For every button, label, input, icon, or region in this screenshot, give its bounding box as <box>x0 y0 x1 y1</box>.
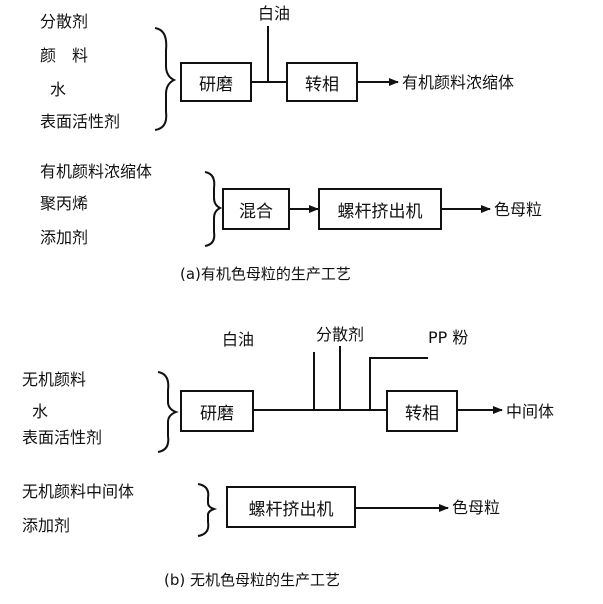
input-additive-a: 添加剂 <box>40 228 89 247</box>
input-water-b: 水 <box>32 402 49 421</box>
input-polypropylene: 聚丙烯 <box>40 194 89 213</box>
input-organic-concentrate: 有机颜料浓缩体 <box>40 162 153 181</box>
input-pigment: 颜 料 <box>40 46 89 65</box>
grinding-box-b: 研磨 <box>180 390 254 432</box>
additive-white-oil-b: 白油 <box>222 330 255 349</box>
brace-a2 <box>204 171 223 247</box>
screw-extruder-box-b: 螺杆挤出机 <box>226 486 356 528</box>
output-masterbatch-b: 色母粒 <box>452 498 501 517</box>
input-surfactant: 表面活性剂 <box>40 112 121 131</box>
brace-b2 <box>197 483 218 537</box>
additive-dispersant-b: 分散剂 <box>316 325 365 344</box>
brace-a1 <box>154 27 177 131</box>
phase-inversion-box-b: 转相 <box>386 390 458 432</box>
input-dispersant: 分散剂 <box>40 12 89 31</box>
output-intermediate: 中间体 <box>506 402 555 421</box>
caption-a: (a)有机色母粒的生产工艺 <box>180 265 351 283</box>
screw-extruder-box-a: 螺杆挤出机 <box>318 188 442 230</box>
brace-b1 <box>157 371 179 453</box>
mixing-box: 混合 <box>222 188 290 230</box>
additive-pp-powder: PP 粉 <box>428 328 469 347</box>
input-inorganic-pigment: 无机颜料 <box>22 370 87 389</box>
additive-white-oil-a: 白油 <box>258 4 291 23</box>
input-additive-b: 添加剂 <box>22 516 71 535</box>
grinding-box-a: 研磨 <box>180 62 252 102</box>
input-water: 水 <box>50 80 67 99</box>
caption-b: (b) 无机色母粒的生产工艺 <box>164 571 340 589</box>
output-organic-concentrate: 有机颜料浓缩体 <box>402 73 515 92</box>
input-inorganic-intermediate: 无机颜料中间体 <box>22 482 135 501</box>
output-masterbatch-a: 色母粒 <box>494 200 543 219</box>
line-pp-powder <box>369 357 428 410</box>
phase-inversion-box-a: 转相 <box>286 62 358 102</box>
input-surfactant-b: 表面活性剂 <box>22 428 103 447</box>
